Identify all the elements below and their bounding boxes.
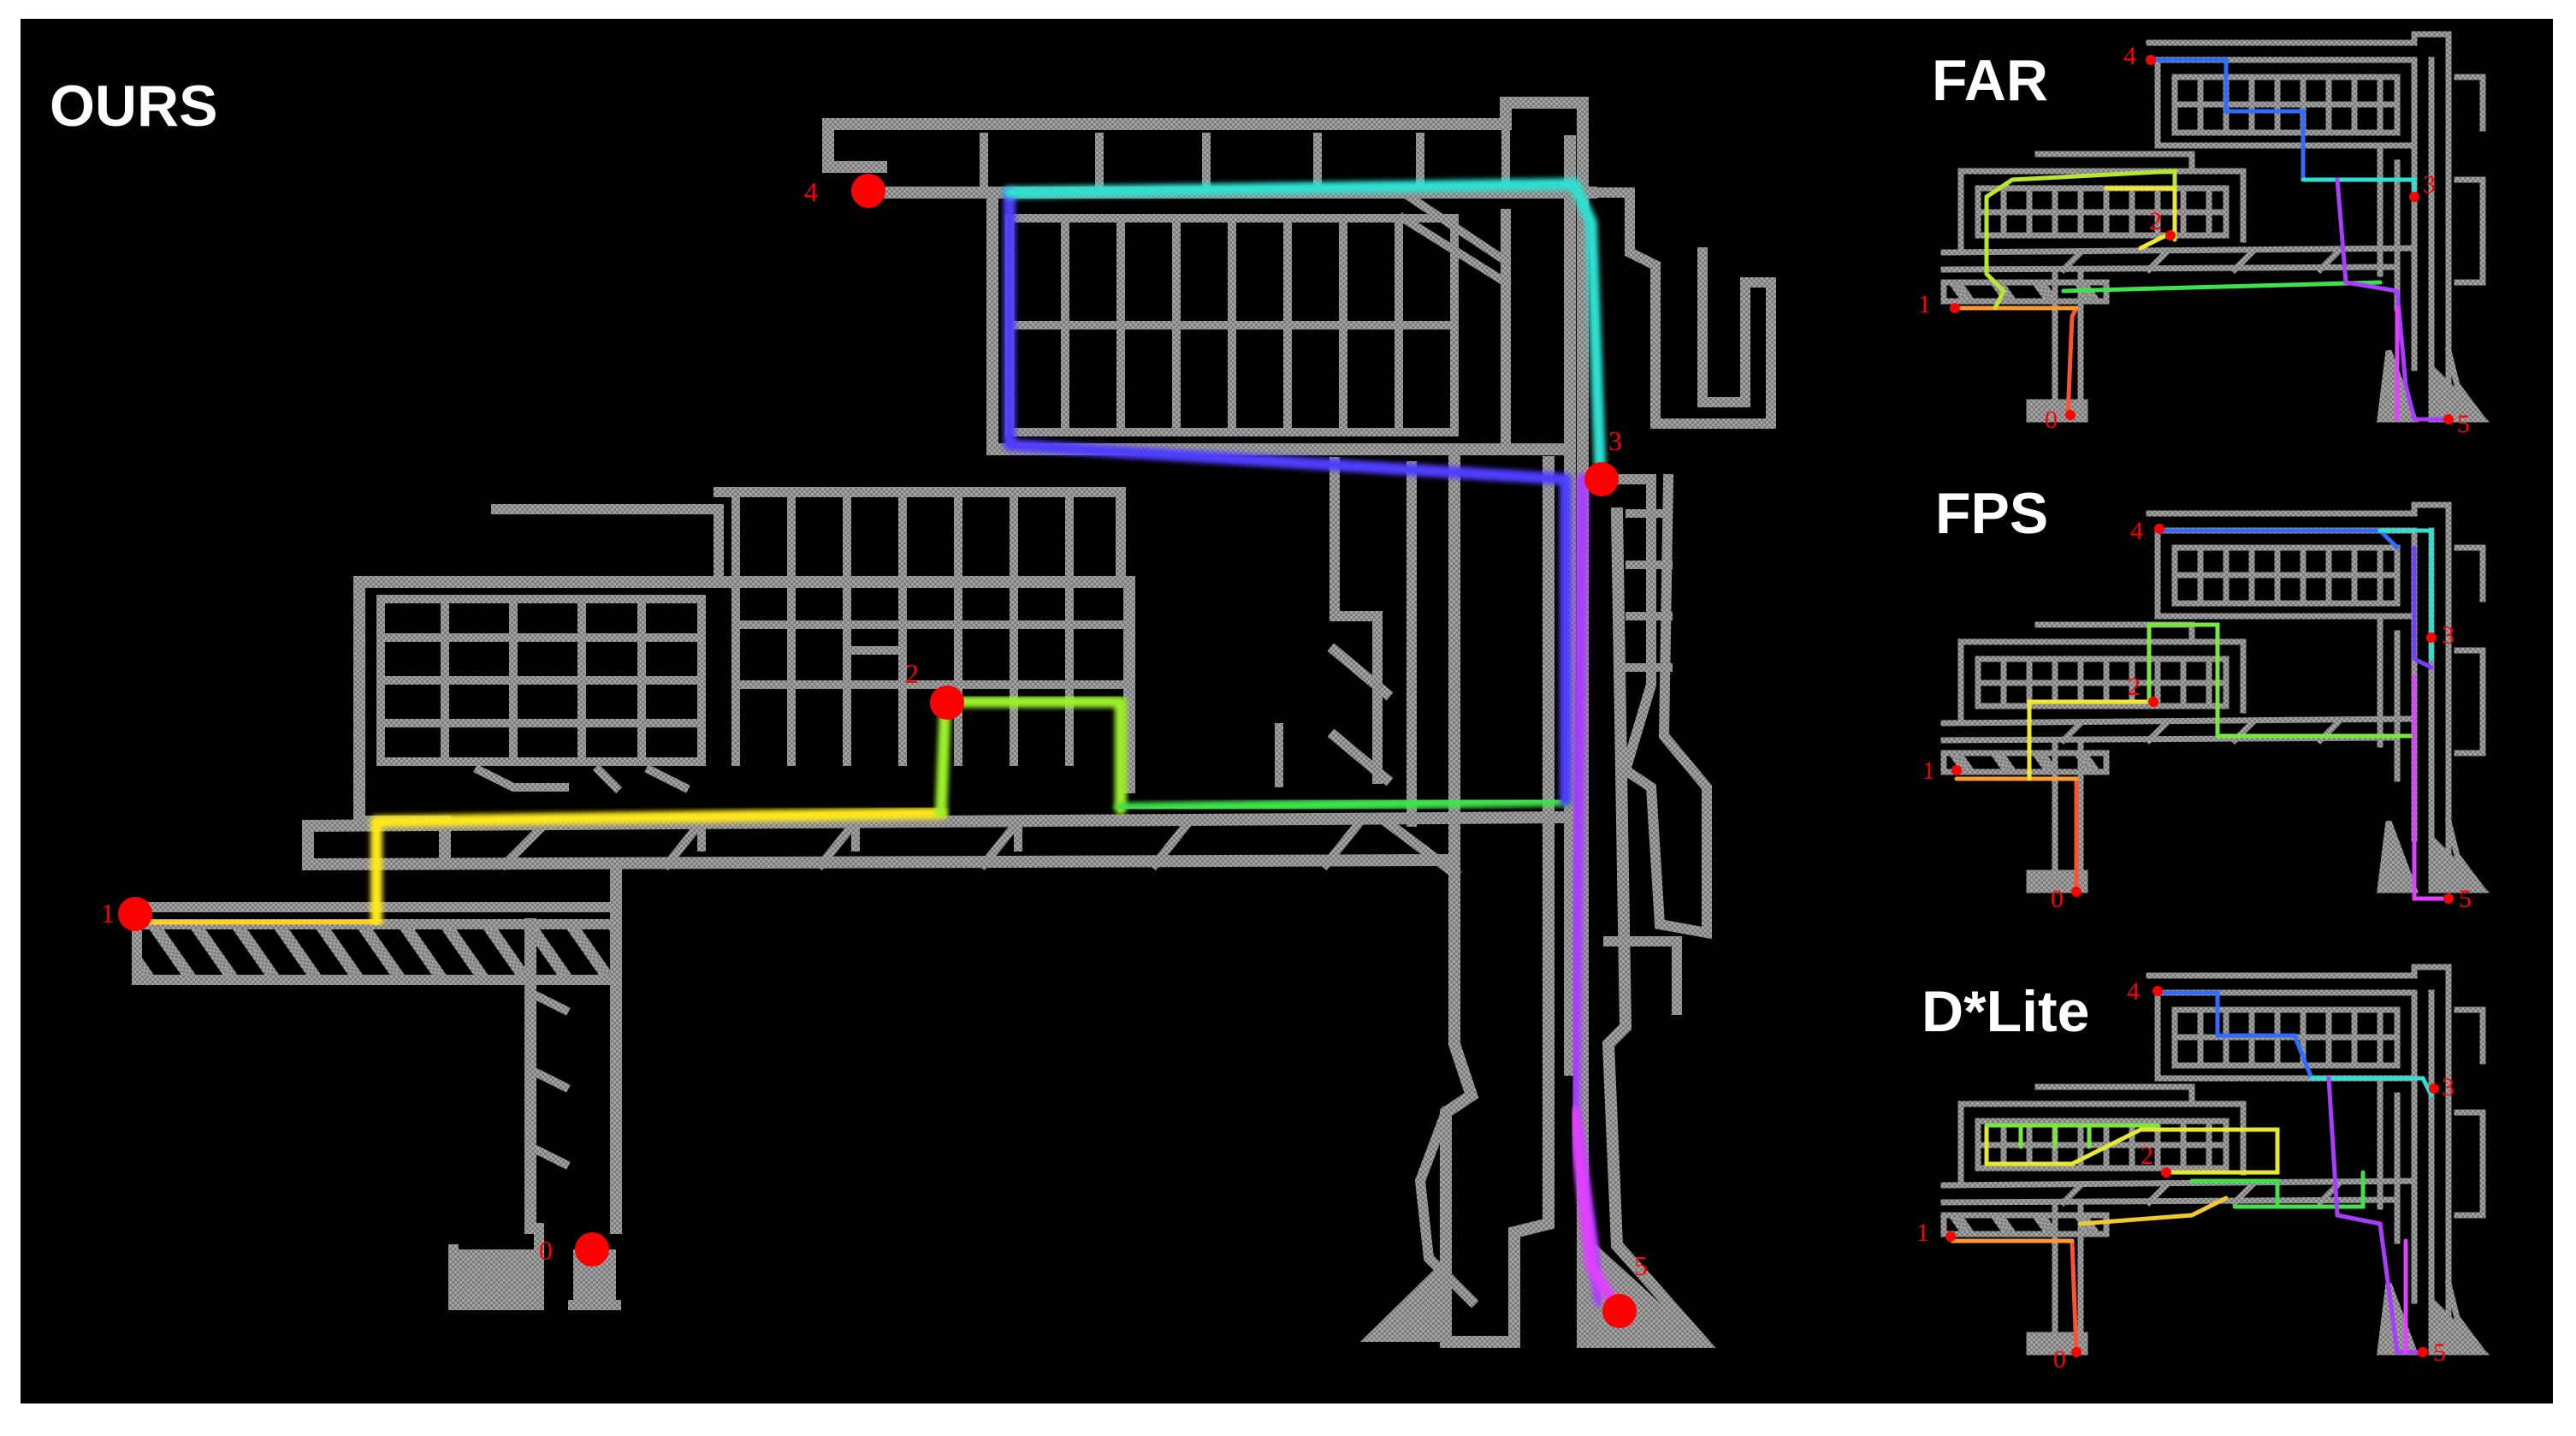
path-far	[1954, 57, 2451, 422]
dlite-label-5: 5	[2433, 1338, 2446, 1367]
waypoint-label-1: 1	[101, 898, 115, 929]
waypoint-1	[118, 897, 152, 931]
path-fps	[1954, 528, 2451, 901]
waypoint-label-0: 0	[539, 1235, 553, 1266]
waypoint-5	[1602, 1294, 1637, 1328]
waypoint-0	[575, 1232, 609, 1267]
dlite-label-4: 4	[2127, 977, 2140, 1006]
fps-label-4: 4	[2130, 517, 2143, 545]
far-label-2: 2	[2149, 207, 2162, 235]
waypoint-label-3: 3	[1608, 425, 1622, 456]
waypoint-labels-main: 0 1 2 3 4 5	[101, 176, 1648, 1281]
far-label-3: 3	[2423, 170, 2436, 199]
panel-dlite: 0 1 2 3 4 5	[1916, 967, 2483, 1374]
panel-title-fps: FPS	[1935, 481, 2049, 546]
dlite-label-2: 2	[2141, 1142, 2153, 1170]
far-label-0: 0	[2045, 406, 2058, 434]
panel-title-dlite: D*Lite	[1922, 979, 2090, 1044]
waypoint-2	[930, 685, 964, 720]
panel-fps: 0 1 2 3 4 5	[1922, 505, 2483, 913]
waypoint-label-5: 5	[1634, 1250, 1648, 1281]
panel-title-far: FAR	[1932, 48, 2048, 113]
waypoint-4	[851, 174, 885, 208]
panel-far: 0 1 2 3 4 5	[1918, 34, 2483, 438]
path-dlite	[1950, 990, 2434, 1355]
dlite-label-3: 3	[2442, 1073, 2455, 1101]
waypoint-label-4: 4	[804, 176, 818, 207]
path-main	[131, 178, 1623, 1315]
waypoints-main	[118, 174, 1637, 1328]
dlite-label-0: 0	[2053, 1345, 2066, 1374]
far-label-5: 5	[2457, 410, 2470, 438]
fps-label-5: 5	[2459, 885, 2472, 913]
dlite-label-1: 1	[1916, 1219, 1929, 1247]
fps-label-1: 1	[1922, 757, 1935, 785]
far-label-4: 4	[2123, 42, 2136, 70]
fps-label-0: 0	[2051, 885, 2064, 913]
waypoint-label-2: 2	[905, 658, 919, 689]
waypoint-3	[1584, 462, 1619, 496]
fps-label-2: 2	[2128, 673, 2141, 701]
panel-title-ours: OURS	[50, 74, 218, 139]
far-label-1: 1	[1918, 290, 1931, 318]
fps-label-3: 3	[2442, 621, 2455, 650]
